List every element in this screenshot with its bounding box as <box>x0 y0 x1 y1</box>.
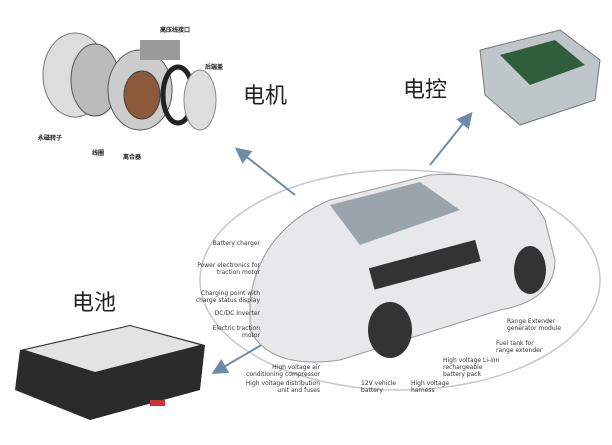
car-callout: Power electronics for traction motor <box>197 262 260 276</box>
car-callout: Charging point with charge status displa… <box>195 290 260 304</box>
controller-image <box>479 29 601 126</box>
motor-exploded-image <box>42 32 217 131</box>
car-callout: High voltage harness <box>411 380 450 394</box>
car-callout: Fuel tank for range extender <box>496 340 543 354</box>
motor-part-label: 后端盖 <box>205 64 224 71</box>
motor-part-label: 离合器 <box>123 154 142 161</box>
car-callout: DC/DC Inverter <box>214 310 260 317</box>
battery-pack-image <box>15 325 205 420</box>
arrow-to-motor <box>234 147 296 196</box>
car-callout: 12V vehicle battery <box>361 380 397 394</box>
arrow-to-controller <box>429 111 473 166</box>
car-image <box>249 174 556 363</box>
controller-label: 电控 <box>403 78 448 103</box>
car-callout: Electric traction motor <box>212 325 260 339</box>
battery-label: 电池 <box>72 291 117 316</box>
car-callout: High voltage distribution unit and fuses <box>245 380 320 394</box>
car-callout: Range Extender generator module <box>507 318 562 332</box>
motor-part-label: 永磁转子 <box>38 135 63 142</box>
motor-part-label: 高压线接口 <box>160 27 191 34</box>
car-ellipse <box>199 169 601 391</box>
motor-label: 电机 <box>243 84 288 109</box>
motor-part-label: 线圈 <box>92 150 105 157</box>
car-callout: High voltage Li-ion rechargeable battery… <box>443 357 500 378</box>
car-callout: Battery charger <box>212 240 260 247</box>
car-callout: High voltage air conditioning compressor <box>246 364 320 378</box>
